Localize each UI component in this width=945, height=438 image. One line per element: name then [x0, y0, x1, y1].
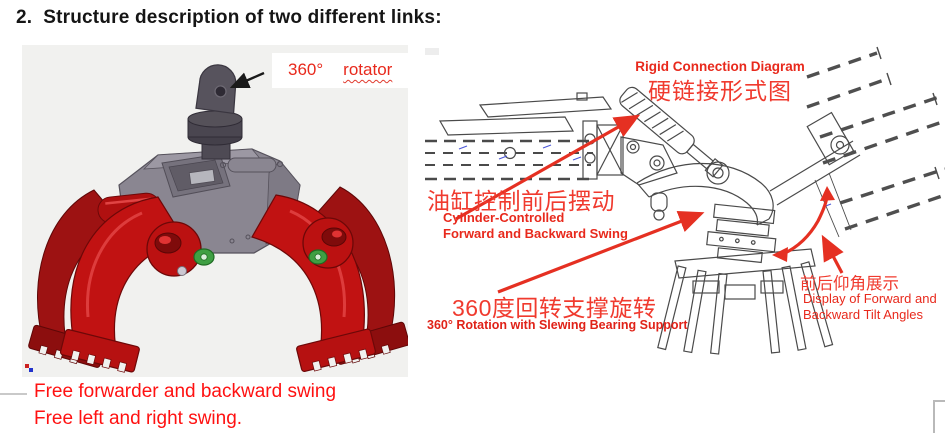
rigid-diagram-title-en: Rigid Connection Diagram: [635, 59, 805, 74]
rotator-column: [706, 203, 777, 264]
drawn-grapple: [657, 248, 834, 355]
cylinder-note-en-line2: Forward and Backward Swing: [443, 226, 628, 241]
rotator-label-value: 360°: [288, 60, 324, 79]
main-arm: [636, 161, 774, 226]
boom-end-flange: [582, 120, 624, 180]
grapple-3d-figure: [22, 45, 412, 377]
rigid-link-drawing: [425, 46, 945, 355]
border-fragment-corner-v: [933, 400, 935, 433]
rigid-diagram-title-zh: 硬链接形式图: [648, 78, 792, 104]
cylinder-note-en-line1: Cylinder-Controlled: [443, 210, 565, 225]
rotator-label-word: rotator: [343, 60, 393, 79]
grapple-pivots: [146, 217, 354, 277]
tilt-position-caps: [876, 46, 940, 180]
caption-line-2: Free left and right swing.: [34, 408, 243, 429]
rotator-assembly: [187, 64, 243, 160]
border-fragment-corner-h: [933, 400, 945, 402]
tilt-note-en-line2: Backward Tilt Angles: [803, 307, 923, 322]
tilt-note-en-line1: Display of Forward and: [803, 291, 937, 306]
tilt-note-zh: 前后仰角展示: [800, 275, 899, 293]
rotator-pointer-arrow: [229, 71, 265, 89]
link-plates: [620, 136, 678, 221]
caption-line-1: Free forwarder and backward swing: [34, 381, 337, 402]
boom-dashed-body: [425, 92, 613, 181]
rotation-note-en: 360° Rotation with Slewing Bearing Suppo…: [427, 318, 688, 332]
right-link: [769, 111, 861, 238]
cylinder-arrow: [455, 114, 641, 221]
annotation-arrows: [455, 114, 844, 294]
rotation-note-zh: 360度回转支撑旋转: [452, 295, 657, 321]
border-fragment-left: [0, 393, 27, 395]
image-edge-fragment: [425, 48, 439, 55]
tilt-curved-arrow: [782, 194, 829, 256]
rotation-arrow: [497, 211, 705, 294]
tilt-position-dashes: [806, 51, 945, 231]
rotator-label-background: [272, 53, 412, 88]
rotator-label: 360° rotator: [288, 60, 392, 80]
grapple-3d-drawing: [25, 53, 412, 373]
cylinder-note-zh: 油缸控制前后摆动: [427, 188, 615, 214]
page-title: 2. Structure description of two differen…: [16, 7, 442, 28]
cad-axis-icon: [25, 364, 33, 372]
tilt-straight-arrow: [821, 234, 844, 274]
